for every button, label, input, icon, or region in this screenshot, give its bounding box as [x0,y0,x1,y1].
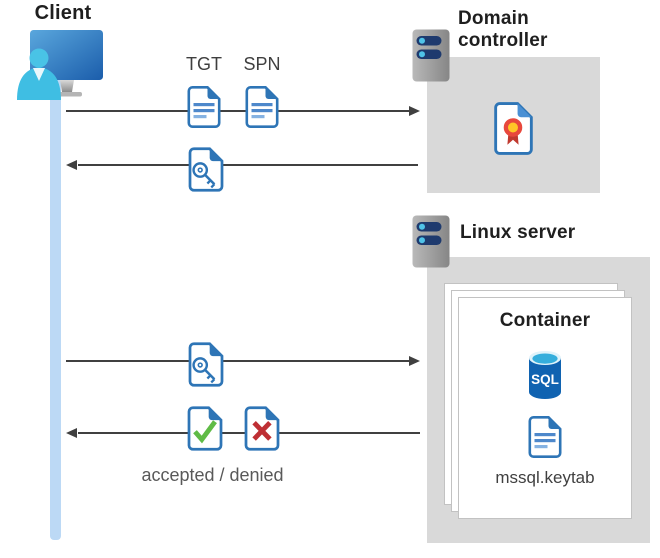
client-label: Client [34,2,92,24]
arrow-client-to-linux-line [66,360,410,362]
arrowhead-right-icon [409,105,420,116]
container-label: Container [499,310,591,331]
person-body-icon [17,67,61,100]
certificate-icon [494,102,533,155]
accepted-denied-label: accepted / denied [141,465,284,485]
denied-document-icon [244,406,280,451]
arrowhead-left-icon [66,427,77,438]
keytab-label: mssql.keytab [495,468,595,487]
domain-controller-server-icon [412,29,450,82]
container-page-front: Container SQL mssql.keytab [458,297,632,519]
linux-server-label: Linux server [460,222,576,243]
arrowhead-left-icon [66,159,77,170]
accepted-document-icon [187,406,223,451]
cross-icon [252,421,272,441]
sql-label: SQL [531,372,559,387]
tgt-label: TGT [186,54,222,74]
check-icon [193,420,217,444]
linux-server-icon [412,215,450,268]
spn-label: SPN [243,54,281,74]
tgt-document-icon [187,86,221,128]
keytab-document-icon [528,416,562,458]
arrow-client-to-dc-line [66,110,410,112]
arrow-dc-to-client-line [78,164,418,166]
spn-document-icon [245,86,279,128]
sql-database-icon: SQL [529,351,561,399]
domain-controller-label: Domain controller [458,8,548,51]
person-head-icon [29,48,49,68]
arrowhead-right-icon [409,355,420,366]
client-computer-icon [17,30,103,100]
key-ticket-document-icon [188,342,224,387]
key-ticket-document-icon [188,147,224,192]
client-lifeline [50,78,61,540]
